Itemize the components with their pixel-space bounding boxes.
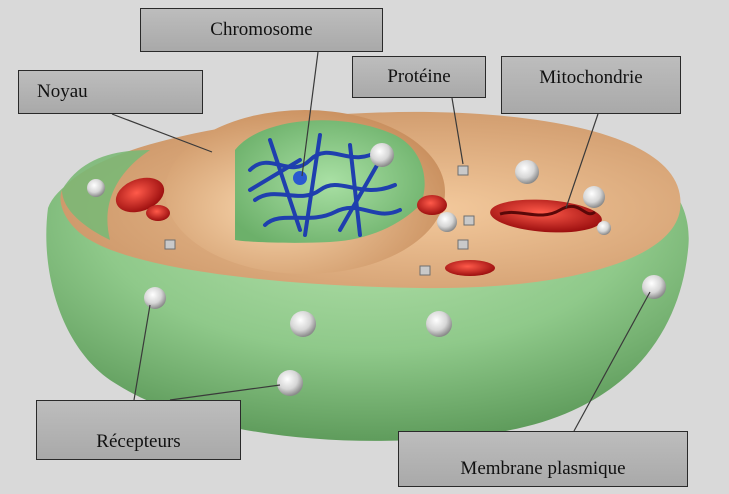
label-recepteurs: Récepteurs xyxy=(36,400,241,460)
mitochondrion-lower xyxy=(445,260,495,276)
label-noyau: Noyau xyxy=(18,70,203,114)
nucleolus xyxy=(293,171,307,185)
label-proteine: Protéine xyxy=(352,56,486,98)
mitochondrion-small xyxy=(146,205,170,221)
label-membrane-plasmique: Membrane plasmique xyxy=(398,431,688,487)
mitochondrion-center xyxy=(417,195,447,215)
label-mitochondrie: Mitochondrie xyxy=(501,56,681,114)
label-chromosome: Chromosome xyxy=(140,8,383,52)
